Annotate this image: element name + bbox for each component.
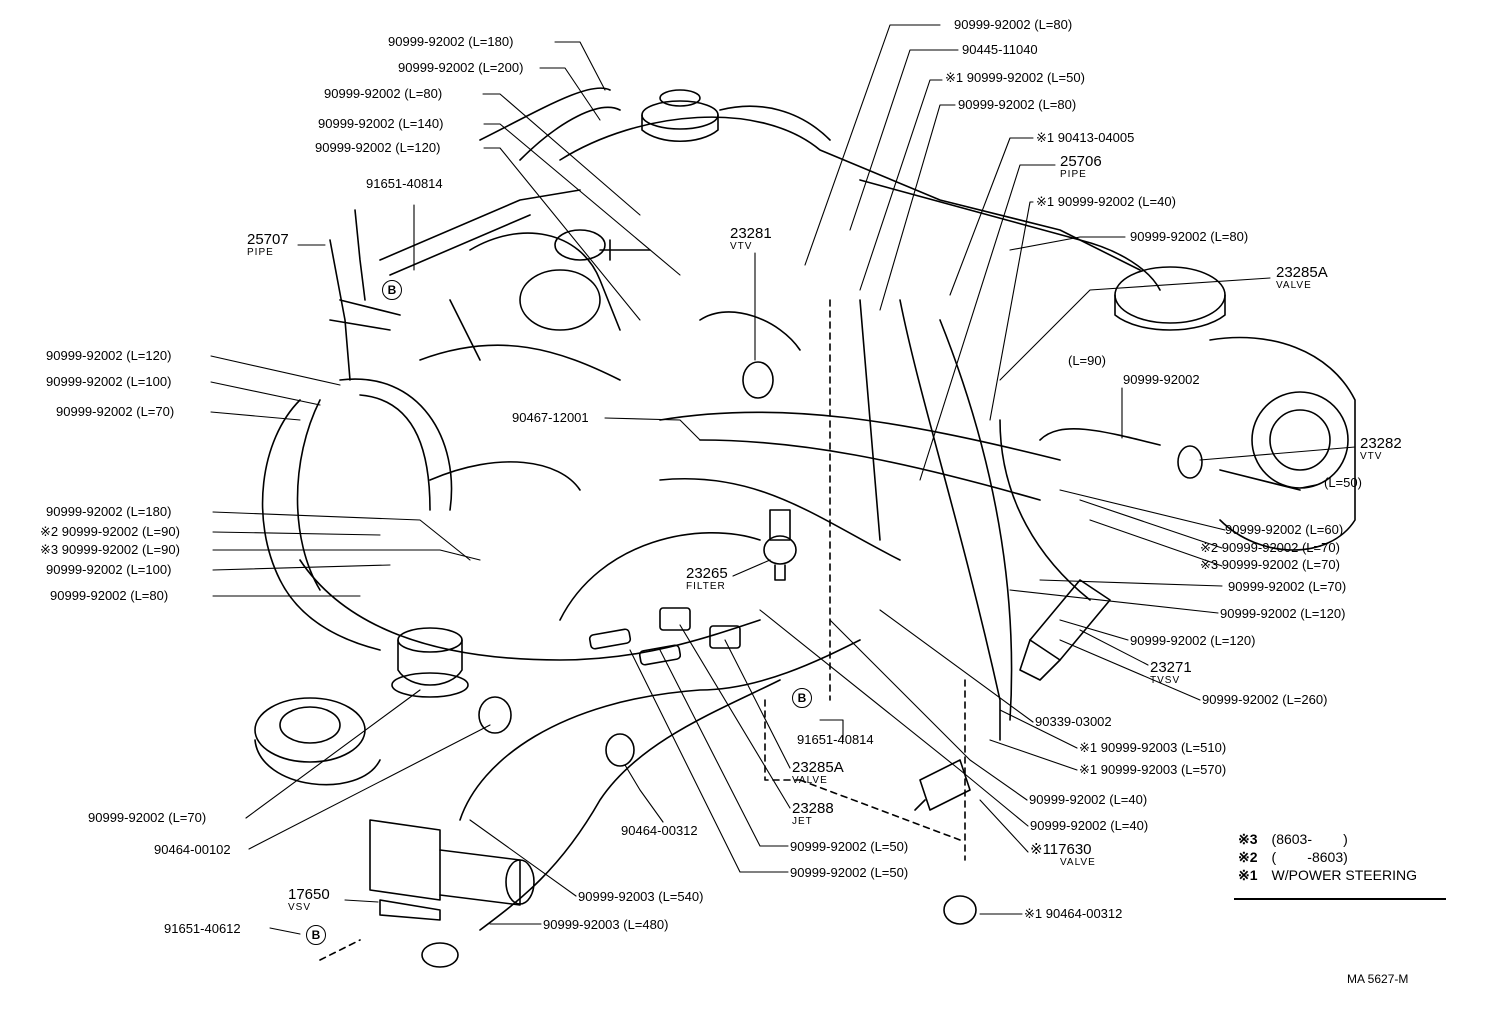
label-clip-91651-40814-bottom: 91651-40814 (797, 732, 874, 747)
part-name: PIPE (247, 247, 274, 258)
label-hose-l50-bottom1: 90999-92002 (L=50) (790, 839, 909, 854)
part-25706-pipe: 25706 PIPE (1060, 154, 1102, 180)
label-hose-l120-left: 90999-92002 (L=120) (46, 348, 172, 363)
part-25707-pipe: 25707 PIPE (247, 232, 289, 258)
part-name: FILTER (686, 581, 726, 592)
marker-b-top: B (382, 280, 402, 300)
label-hose-l90-right-length: 90999-92002 (1123, 372, 1200, 387)
part-number: 23288 (792, 800, 834, 817)
label-90464-00102: 90464-00102 (154, 842, 231, 857)
drawing-code: MA 5627-M (1347, 972, 1409, 986)
label-hose-l90-right: (L=90) (1068, 353, 1106, 368)
part-name: VALVE (1060, 857, 1096, 868)
label-hose-l510-ps: ※1 90999-92003 (L=510) (1079, 740, 1227, 755)
marker-b-center: B (792, 688, 812, 708)
part-name: VALVE (792, 775, 828, 786)
label-hose-l40-b: 90999-92002 (L=40) (1030, 818, 1149, 833)
label-clamp-90464-00312: 90464-00312 (621, 823, 698, 838)
part-name: PIPE (1060, 169, 1087, 180)
label-hose-l50-right: (L=50) (1324, 475, 1362, 490)
label-hose-l90-s2: ※2 90999-92002 (L=90) (40, 524, 180, 539)
label-hose-l40-a: 90999-92002 (L=40) (1029, 792, 1148, 807)
label-hose-l70-bottom: 90999-92002 (L=70) (88, 810, 207, 825)
part-23265-filter: 23265 FILTER (686, 566, 728, 592)
part-number: 25706 (1060, 153, 1102, 170)
legend: ※3 (8603- ) ※2 ( -8603) ※1 W/POWER STEERING (1234, 830, 1448, 900)
part-number: 23285A (1276, 264, 1328, 281)
part-number: 23271 (1150, 659, 1192, 676)
part-23288-jet: 23288 JET (792, 801, 834, 827)
label-hose-l180-top: 90999-92002 (L=180) (388, 34, 514, 49)
label-hose-l50-bottom2: 90999-92002 (L=50) (790, 865, 909, 880)
label-hose-l70-left: 90999-92002 (L=70) (56, 404, 175, 419)
legend-row-1: ※1 W/POWER STEERING (1238, 866, 1448, 884)
label-hose-l70-s3: ※3 90999-92002 (L=70) (1200, 557, 1340, 572)
label-hose-l80-r3: 90999-92002 (L=80) (1130, 229, 1249, 244)
part-number: 25707 (247, 231, 289, 248)
label-hose-l260: 90999-92002 (L=260) (1202, 692, 1328, 707)
label-hose-l70-s2: ※2 90999-92002 (L=70) (1200, 540, 1340, 555)
label-hose-l200: 90999-92002 (L=200) (398, 60, 524, 75)
label-clamp-90464-00312-ps: ※1 90464-00312 (1024, 906, 1123, 921)
label-90413-04005: ※1 90413-04005 (1036, 130, 1135, 145)
label-hose-l90-s3: ※3 90999-92002 (L=90) (40, 542, 180, 557)
legend-text: ( -8603) (1271, 849, 1348, 865)
part-number: 23265 (686, 565, 728, 582)
part-number: 23281 (730, 225, 772, 242)
legend-underline (1234, 898, 1446, 900)
part-23271-tvsv: 23271 TVSV (1150, 660, 1192, 686)
legend-mark: ※3 (1238, 831, 1258, 847)
label-hose-l50-ps: ※1 90999-92002 (L=50) (945, 70, 1085, 85)
part-name: VSV (288, 902, 312, 913)
part-name: VTV (730, 241, 753, 252)
label-hose-l100-left: 90999-92002 (L=100) (46, 374, 172, 389)
label-hose-l120-right1: 90999-92002 (L=120) (1220, 606, 1346, 621)
label-clip-91651-40814-top: 91651-40814 (366, 176, 443, 191)
label-hose-l80-r1: 90999-92002 (L=80) (954, 17, 1073, 32)
label-hose-l60: 90999-92002 (L=60) (1225, 522, 1344, 537)
label-hose-l180-left: 90999-92002 (L=180) (46, 504, 172, 519)
legend-text: W/POWER STEERING (1271, 867, 1417, 883)
legend-mark: ※1 (1238, 867, 1258, 883)
part-17630-valve: ※117630 VALVE (1030, 842, 1096, 868)
label-hose-l40-ps: ※1 90999-92002 (L=40) (1036, 194, 1176, 209)
label-hose-l70-right: 90999-92002 (L=70) (1228, 579, 1347, 594)
part-number: ※117630 (1030, 841, 1092, 858)
part-23282-vtv: 23282 VTV (1360, 436, 1402, 462)
part-name: VTV (1360, 451, 1383, 462)
part-number: 17650 (288, 886, 330, 903)
label-90445-11040: 90445-11040 (962, 42, 1038, 57)
part-17650-vsv: 17650 VSV (288, 887, 330, 913)
legend-row-2: ※2 ( -8603) (1238, 848, 1448, 866)
label-hose-l80-r2: 90999-92002 (L=80) (958, 97, 1077, 112)
part-name: VALVE (1276, 280, 1312, 291)
label-hose-l100-left2: 90999-92002 (L=100) (46, 562, 172, 577)
label-clip-91651-40612: 91651-40612 (164, 921, 241, 936)
part-name: JET (792, 816, 813, 827)
legend-mark: ※2 (1238, 849, 1258, 865)
part-number: 23282 (1360, 435, 1402, 452)
label-hose-l140: 90999-92002 (L=140) (318, 116, 444, 131)
part-23285a-valve-top: 23285A VALVE (1276, 265, 1328, 291)
label-hose-l80-top: 90999-92002 (L=80) (324, 86, 443, 101)
label-90339-03002: 90339-03002 (1035, 714, 1112, 729)
label-hose-l120-top: 90999-92002 (L=120) (315, 140, 441, 155)
label-hose-l120-right2: 90999-92002 (L=120) (1130, 633, 1256, 648)
part-23285a-valve-bottom: 23285A VALVE (792, 760, 844, 786)
part-name: TVSV (1150, 675, 1181, 686)
legend-text: (8603- ) (1271, 831, 1348, 847)
label-90467-12001: 90467-12001 (512, 410, 589, 425)
part-number: 23285A (792, 759, 844, 776)
label-hose-l540: 90999-92003 (L=540) (578, 889, 704, 904)
label-hose-l480: 90999-92003 (L=480) (543, 917, 669, 932)
part-23281-vtv: 23281 VTV (730, 226, 772, 252)
legend-row-3: ※3 (8603- ) (1238, 830, 1448, 848)
label-hose-l570-ps: ※1 90999-92003 (L=570) (1079, 762, 1227, 777)
label-hose-l80-left: 90999-92002 (L=80) (50, 588, 169, 603)
marker-b-bottom: B (306, 925, 326, 945)
